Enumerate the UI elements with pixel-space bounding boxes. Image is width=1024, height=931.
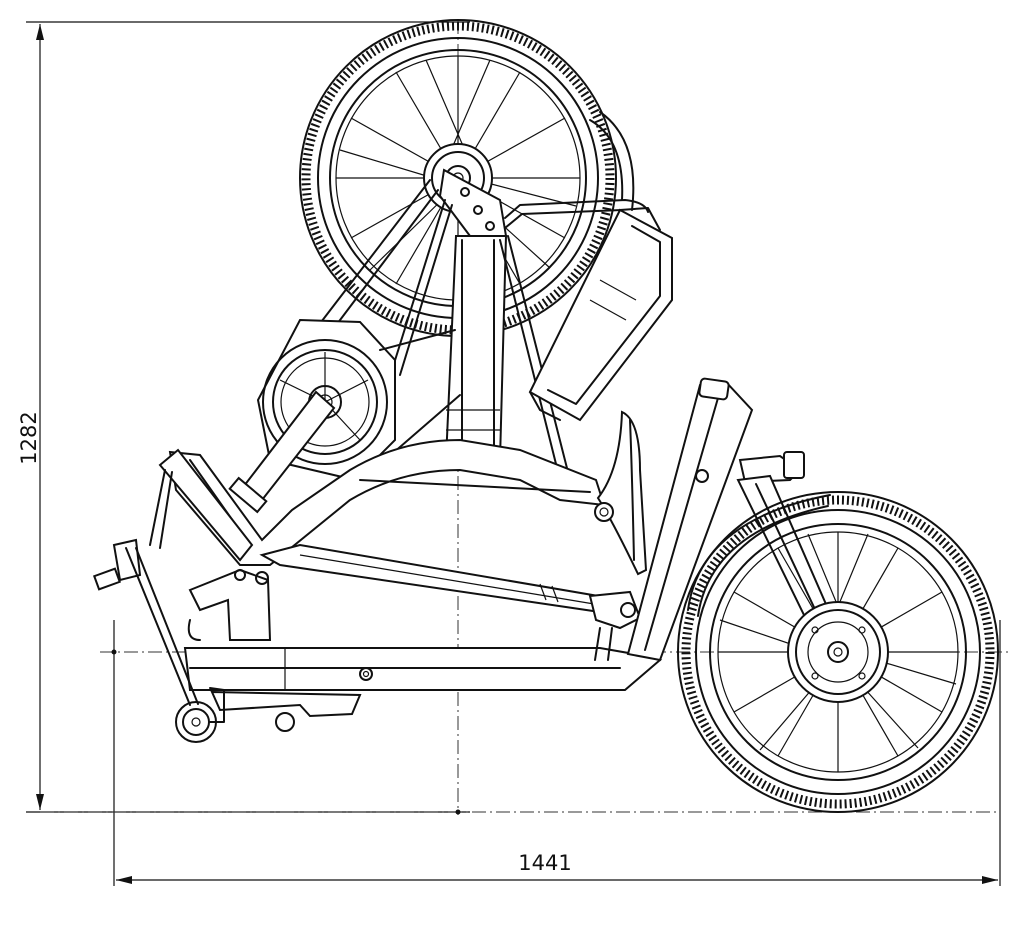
battery-pack [528,207,673,422]
fold-struts [314,179,571,481]
height-dimension-label: 1282 [17,411,41,464]
front-wheel [677,491,999,813]
handlebar-loop [504,199,649,229]
main-frame [92,438,663,743]
fold-bracket [438,168,508,461]
seat [596,410,648,576]
width-dimension-label: 1441 [518,851,571,875]
crank-assembly [228,318,461,514]
width-dimension: 1441 [113,620,1001,886]
rear-brake-cluster [588,502,642,661]
